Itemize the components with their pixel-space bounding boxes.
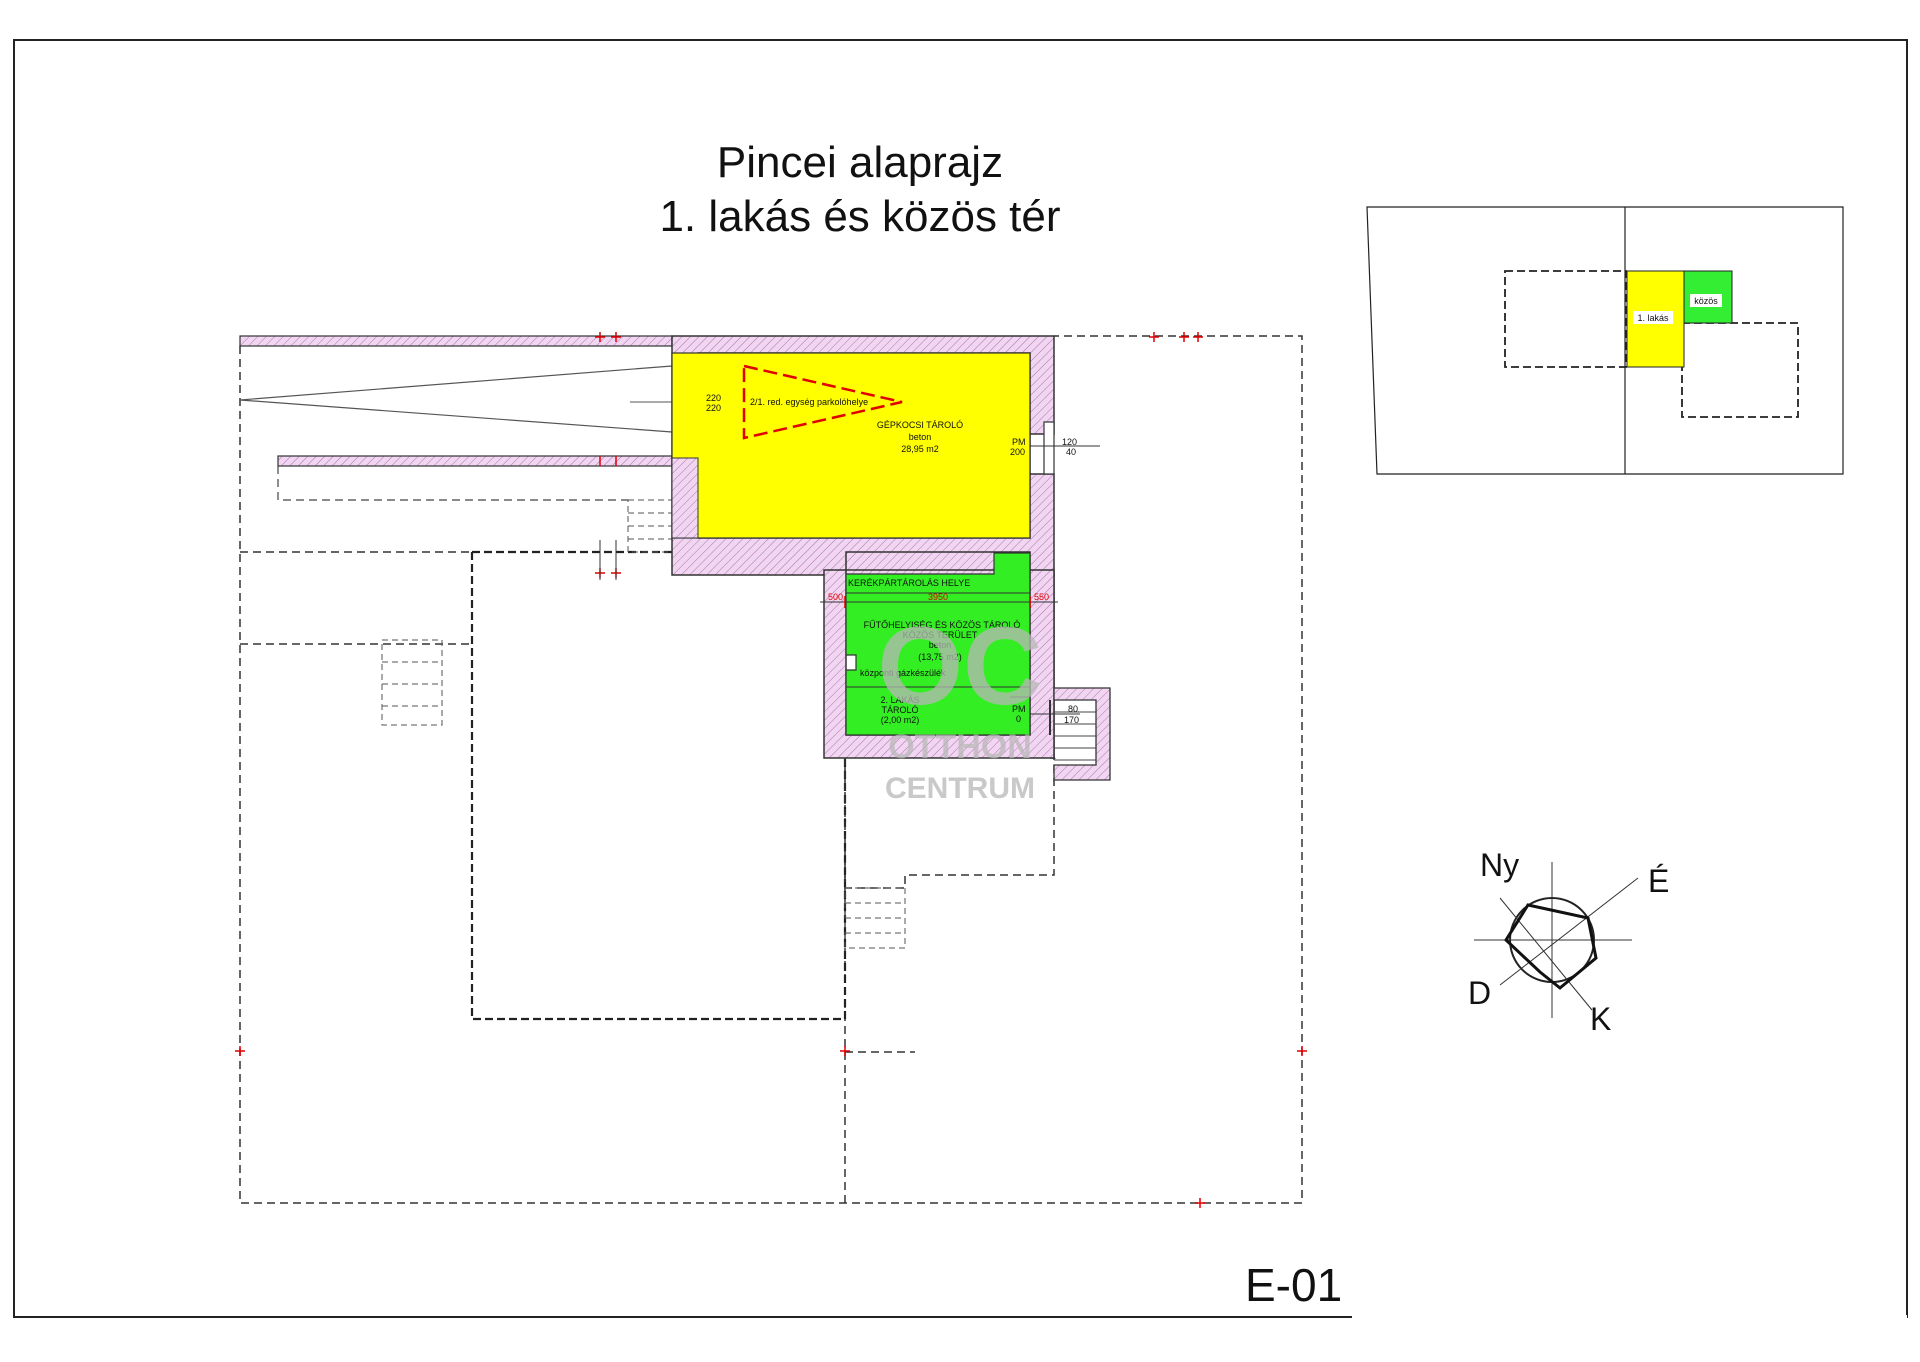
lower-outline [844,757,1055,889]
storage2-name-a: 2. LAKÁS [880,695,919,705]
parking-label: 2/1. red. egység parkolóhelye [750,397,868,407]
garage-opening-b: 40 [1066,447,1076,457]
dim-left: 500 [828,592,843,602]
garage-area: 28,95 m2 [901,444,939,454]
boiler-room-name: FŰTŐHELYISÉG ÉS KÖZÖS TÁROLÓ [864,620,1021,630]
watermark-line1: OTTHON [888,728,1032,766]
compass-north: É [1648,863,1669,899]
compass-south: D [1468,975,1491,1011]
compass-arrow [1504,903,1598,990]
common-room-floor [845,552,1031,736]
dim-right: 550 [1034,592,1049,602]
driveway [239,335,680,501]
storage2-pm-label: PM [1012,704,1026,714]
bike-storage-label: KERÉKPÁRTÁROLÁS HELYE [848,578,970,588]
title-line-1: Pincei alaprajz [716,138,1004,187]
stairs-left [381,499,906,949]
compass-east: K [1590,1001,1611,1037]
garage-opening-a: 120 [1062,437,1077,447]
garage-pm-label: PM [1012,437,1026,447]
storage2-name-b: TÁROLÓ [881,705,918,715]
boiler-room-area: (13,75 m2) [918,652,962,662]
sheet-border [13,39,1908,1318]
watermark-line2: CENTRUM [885,772,1035,805]
garage-pm-value: 200 [1010,447,1025,457]
garage-door [1043,421,1055,475]
parking-triangle [742,364,903,440]
title-line-2: 1. lakás és közös tér [659,192,1061,241]
sheet-number: E-01 [1245,1259,1343,1311]
storage2-opening-b: 170 [1064,715,1079,725]
inner-building-outline [470,550,847,1021]
compass-west: Ny [1480,847,1519,883]
external-stair [1049,687,1111,781]
dim-middle: 3950 [928,592,948,602]
boiler-room-floor: beton [929,640,952,650]
storage2-pm-value: 0 [1016,714,1021,724]
plan-labels: 2/1. red. egység parkolóhelye 220 220 GÉ… [706,393,1079,725]
boiler-equipment: központi gázkészülék [860,668,946,678]
keyplan-unit1-label: 1. lakás [1637,313,1669,323]
storage2-area: (2,00 m2) [881,715,920,725]
dimension-line [820,596,1058,608]
grid-ticks-vertical [599,540,617,580]
garage-lower-left-wall [671,457,699,539]
key-plan: 1. lakás közös [1366,206,1844,475]
compass: Ny É D K [1468,847,1669,1037]
parking-dim-b: 220 [706,403,721,413]
storage2-opening-a: 80 [1068,704,1078,714]
opening-lines [1030,445,1100,715]
parking-dim-a: 220 [706,393,721,403]
watermark: OC OTTHON CENTRUM [878,605,1043,805]
garage-floor-material: beton [909,432,932,442]
boiler-room-subtitle: KÖZÖS TERÜLET [903,630,978,640]
garage-name: GÉPKOCSI TÁROLÓ [877,420,963,430]
garage-floor [671,352,1031,539]
keyplan-common-label: közös [1694,296,1718,306]
watermark-monogram: OC [878,605,1043,728]
